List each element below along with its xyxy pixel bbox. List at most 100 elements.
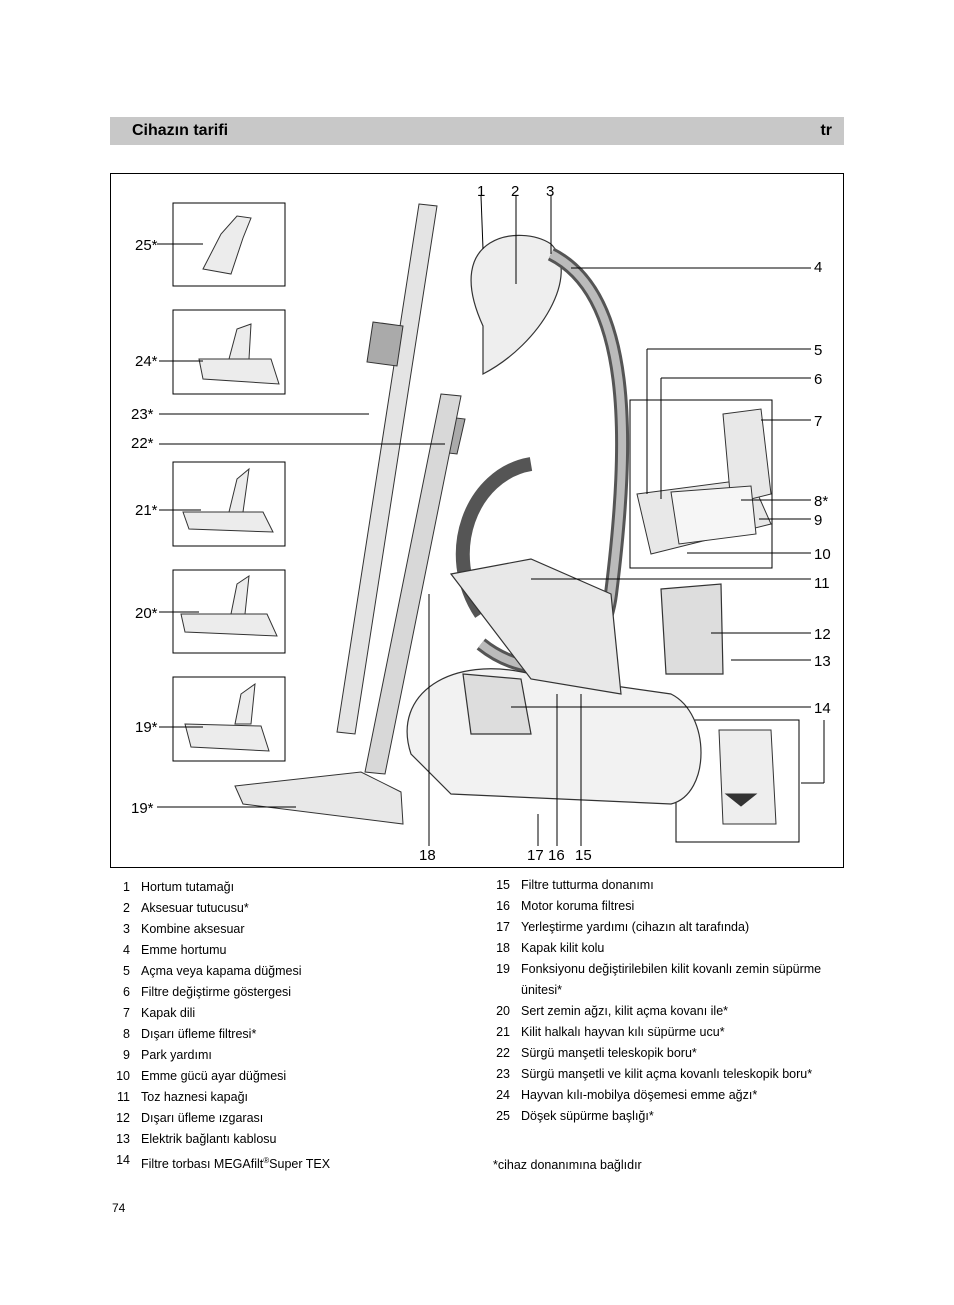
callout-labels: 1 2 3 4 5 6 7 8* 9 10 11 12 13 14 15 16 … bbox=[131, 183, 831, 864]
callout-14: 14 bbox=[814, 700, 831, 717]
legend-number: 13 bbox=[116, 1132, 130, 1146]
legend-item: 5 Açma veya kapama düğmesi bbox=[110, 961, 470, 982]
vacuum-base bbox=[406, 668, 702, 805]
legend-number: 9 bbox=[123, 1048, 130, 1062]
legend-number: 1 bbox=[123, 880, 130, 894]
legend-number: 8 bbox=[123, 1027, 130, 1041]
legend-label: Yerleştirme yardımı (cihazın alt tarafın… bbox=[521, 920, 750, 934]
legend-label: Hayvan kılı-mobilya döşemesi emme ağzı* bbox=[521, 1088, 758, 1102]
legend-number: 7 bbox=[123, 1006, 130, 1020]
legend-label: Emme gücü ayar düğmesi bbox=[141, 1069, 287, 1083]
legend-number: 10 bbox=[116, 1069, 130, 1083]
main-floor-nozzle bbox=[234, 771, 404, 825]
legend-number: 5 bbox=[123, 964, 130, 978]
legend-label: Fonksiyonu değiştirilebilen kilit kovanl… bbox=[521, 962, 822, 997]
section-header: Cihazın tarifi tr bbox=[110, 117, 844, 145]
callout-15: 15 bbox=[575, 847, 592, 864]
legend-number: 14 bbox=[116, 1153, 130, 1167]
footnote: *cihaz donanımına bağlıdır bbox=[493, 1158, 642, 1172]
callout-12: 12 bbox=[814, 626, 831, 643]
legend-item: 22 Sürgü manşetli teleskopik boru* bbox=[490, 1043, 840, 1064]
legend-number: 25 bbox=[496, 1109, 510, 1123]
legend-item: 20 Sert zemin ağzı, kilit açma kovanı ile… bbox=[490, 1001, 840, 1022]
flap bbox=[722, 408, 772, 505]
box-21 bbox=[172, 461, 286, 547]
legend-label: Motor koruma filtresi bbox=[521, 899, 635, 913]
legend-item: 11 Toz haznesi kapağı bbox=[110, 1087, 470, 1108]
legend-label: Kapak dili bbox=[141, 1006, 196, 1020]
leader-lines bbox=[157, 195, 825, 846]
legend-number: 22 bbox=[496, 1046, 510, 1060]
legend-number: 11 bbox=[117, 1090, 130, 1104]
callout-16: 16 bbox=[548, 847, 565, 864]
legend-number: 20 bbox=[496, 1004, 510, 1018]
legend-number: 3 bbox=[123, 922, 130, 936]
legend-number: 15 bbox=[496, 878, 510, 892]
callout-6: 6 bbox=[814, 371, 822, 388]
callout-7: 7 bbox=[814, 413, 822, 430]
upholstery-tool-25 bbox=[202, 215, 252, 275]
tube-22 bbox=[364, 393, 462, 775]
legend-label: Kilit halkalı hayvan kılı süpürme ucu* bbox=[521, 1025, 725, 1039]
legend-item: 25 Döşek süpürme başlığı* bbox=[490, 1106, 840, 1127]
legend-label: Döşek süpürme başlığı* bbox=[521, 1109, 654, 1123]
detail-filter bbox=[636, 408, 772, 555]
callout-17: 17 bbox=[527, 847, 544, 864]
tube-sleeve-23 bbox=[366, 321, 404, 367]
callout-19-main: 19* bbox=[131, 800, 154, 817]
legend-label: Açma veya kapama düğmesi bbox=[141, 964, 302, 978]
callout-8: 8* bbox=[814, 493, 828, 510]
legend-number: 6 bbox=[123, 985, 130, 999]
legend-label: Toz haznesi kapağı bbox=[141, 1090, 249, 1104]
legend-item: 10 Emme gücü ayar düğmesi bbox=[110, 1066, 470, 1087]
tube-23 bbox=[336, 203, 438, 735]
legend-label: Sert zemin ağzı, kilit açma kovanı ile* bbox=[521, 1004, 729, 1018]
legend-item: 2 Aksesuar tutucusu* bbox=[110, 898, 470, 919]
callout-11: 11 bbox=[814, 575, 830, 592]
callout-5: 5 bbox=[814, 342, 822, 359]
legend-number: 2 bbox=[123, 901, 130, 915]
legend-label: Kapak kilit kolu bbox=[521, 941, 605, 955]
callout-9: 9 bbox=[814, 512, 822, 529]
legend-number: 24 bbox=[496, 1088, 510, 1102]
legend-item: 18 Kapak kilit kolu bbox=[490, 938, 840, 959]
callout-21: 21* bbox=[135, 502, 158, 519]
callout-24: 24* bbox=[135, 353, 158, 370]
legend-label: Dışarı üfleme ızgarası bbox=[141, 1111, 264, 1125]
callout-20: 20* bbox=[135, 605, 158, 622]
brush-nozzle-21 bbox=[182, 467, 274, 533]
box-19 bbox=[172, 676, 286, 762]
box-24 bbox=[172, 309, 286, 395]
legend-number: 12 bbox=[116, 1111, 130, 1125]
legend-label: Aksesuar tutucusu* bbox=[141, 901, 249, 915]
accessory-boxes bbox=[172, 202, 800, 843]
diagram-svg: 1 2 3 4 5 6 7 8* 9 10 11 12 13 14 15 16 … bbox=[131, 183, 831, 864]
callout-10: 10 bbox=[814, 546, 831, 563]
legend-label: Sürgü manşetli teleskopik boru* bbox=[521, 1046, 697, 1060]
legend-item: 19 Fonksiyonu değiştirilebilen kilit kova… bbox=[490, 959, 840, 1001]
callout-25: 25* bbox=[135, 237, 158, 254]
legend-number: 18 bbox=[496, 941, 510, 955]
callout-1: 1 bbox=[477, 183, 485, 200]
legend-item: 24 Hayvan kılı-mobilya döşemesi emme ağzı… bbox=[490, 1085, 840, 1106]
dust-lid bbox=[449, 558, 622, 695]
telescopic-tube bbox=[234, 203, 466, 825]
floor-nozzle-19 bbox=[184, 682, 270, 752]
legend-label: Sürgü manşetli ve kilit açma kovanlı tel… bbox=[521, 1067, 813, 1081]
legend-item: 3 Kombine aksesuar bbox=[110, 919, 470, 940]
legend-item: 7 Kapak dili bbox=[110, 1003, 470, 1024]
legend-number: 19 bbox=[496, 962, 510, 976]
legend-label: Kombine aksesuar bbox=[141, 922, 245, 936]
language-code: tr bbox=[820, 122, 832, 139]
